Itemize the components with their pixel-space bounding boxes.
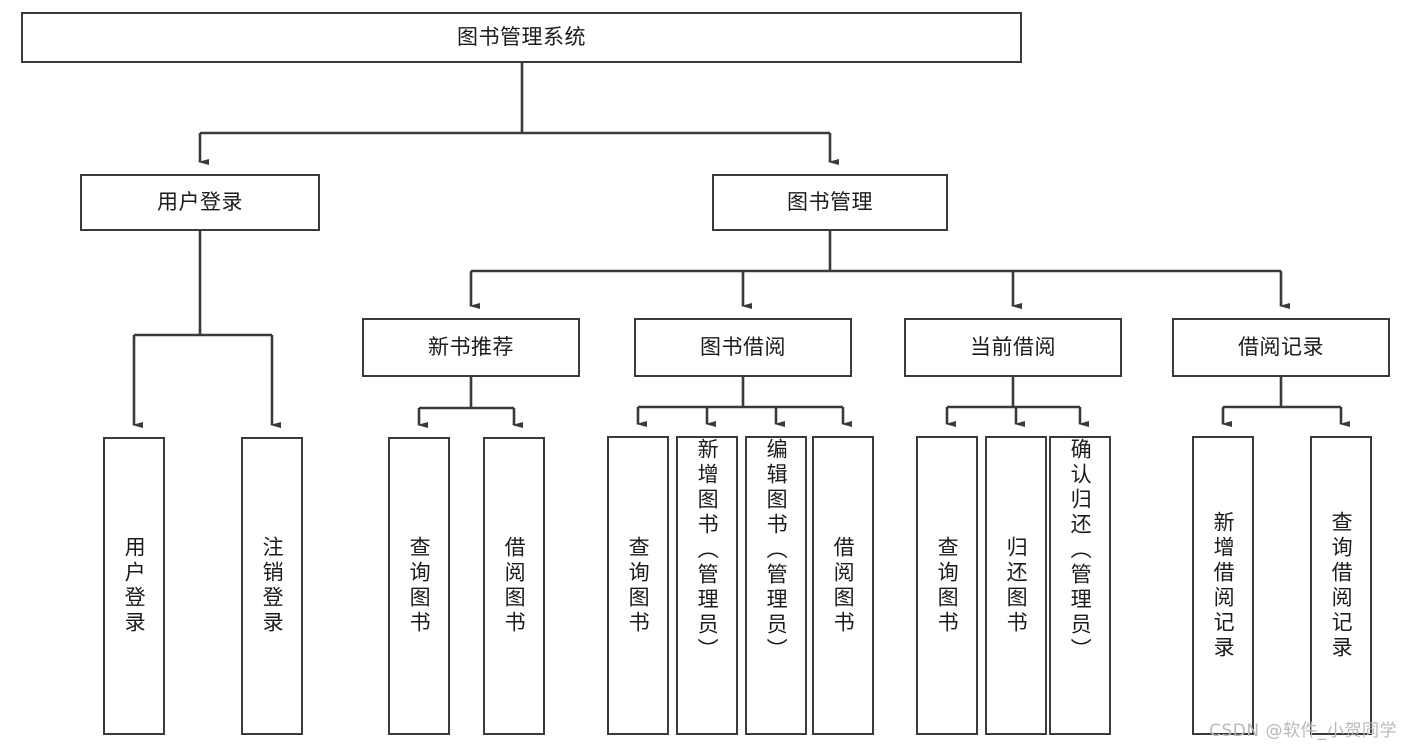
node-leaf-add-book-label: 新增图书（管理员） [695,438,720,663]
node-leaf-add-record-label: 新增借阅记录 [1211,510,1236,661]
node-leaf-edit-book-label: 编辑图书（管理员） [764,438,789,663]
node-leaf-add-record[interactable]: 新增借阅记录 [1192,436,1254,735]
node-leaf-borrow-book-2-label: 借阅图书 [831,535,856,636]
node-new-book-rec[interactable]: 新书推荐 [362,318,580,377]
node-leaf-user-login[interactable]: 用户登录 [103,437,165,735]
watermark-text: CSDN @软件_小贺同学 [1209,721,1397,741]
node-leaf-borrow-book-2[interactable]: 借阅图书 [812,436,874,735]
node-user-login-label: 用户登录 [157,190,243,215]
node-root-label: 图书管理系统 [457,25,586,50]
node-borrow-record[interactable]: 借阅记录 [1172,318,1390,377]
node-leaf-edit-book[interactable]: 编辑图书（管理员） [745,436,807,735]
node-leaf-return-book[interactable]: 归还图书 [985,436,1047,735]
node-leaf-logout[interactable]: 注销登录 [241,437,303,735]
node-leaf-query-book-2[interactable]: 查询图书 [607,436,669,735]
node-leaf-logout-label: 注销登录 [260,536,285,636]
node-borrow-record-label: 借阅记录 [1238,335,1324,360]
node-leaf-confirm-return-label: 确认归还（管理员） [1068,438,1093,663]
node-leaf-query-record-label: 查询借阅记录 [1329,510,1354,661]
node-leaf-query-book-1-label: 查询图书 [407,536,432,636]
node-book-manage[interactable]: 图书管理 [712,174,948,231]
node-leaf-query-record[interactable]: 查询借阅记录 [1310,436,1372,735]
node-root[interactable]: 图书管理系统 [21,12,1022,63]
node-book-borrow-label: 图书借阅 [700,335,786,360]
node-current-borrow-label: 当前借阅 [970,335,1056,360]
node-leaf-user-login-label: 用户登录 [122,536,147,636]
node-leaf-borrow-book-1[interactable]: 借阅图书 [483,437,545,735]
node-leaf-return-book-label: 归还图书 [1004,535,1029,636]
node-book-manage-label: 图书管理 [787,190,873,215]
node-leaf-query-book-3-label: 查询图书 [935,535,960,636]
node-book-borrow[interactable]: 图书借阅 [634,318,852,377]
node-new-book-rec-label: 新书推荐 [428,335,514,360]
node-current-borrow[interactable]: 当前借阅 [904,318,1122,377]
node-leaf-query-book-2-label: 查询图书 [626,535,651,636]
node-leaf-query-book-3[interactable]: 查询图书 [916,436,978,735]
node-leaf-borrow-book-1-label: 借阅图书 [502,536,527,636]
node-leaf-query-book-1[interactable]: 查询图书 [388,437,450,735]
node-user-login[interactable]: 用户登录 [80,174,320,231]
node-leaf-confirm-return[interactable]: 确认归还（管理员） [1049,436,1111,735]
node-leaf-add-book[interactable]: 新增图书（管理员） [676,436,738,735]
